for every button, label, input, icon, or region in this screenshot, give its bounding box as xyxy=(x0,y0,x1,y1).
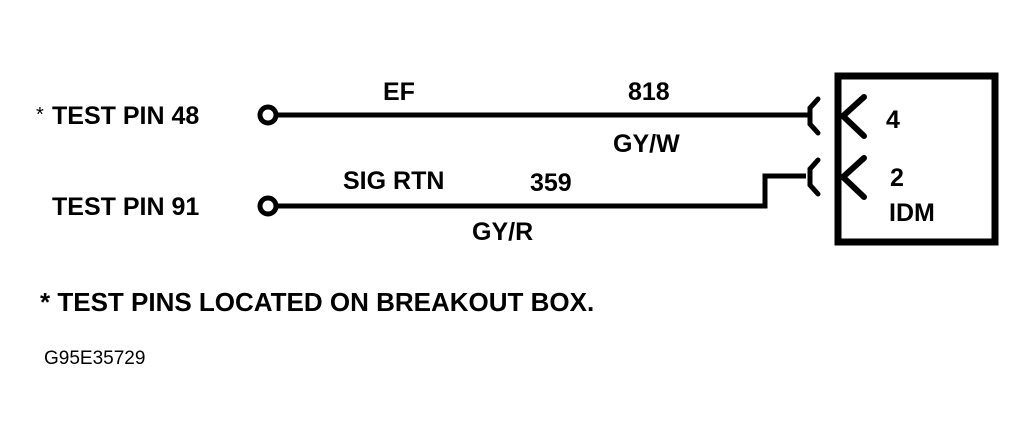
wire-color-label: GY/R xyxy=(472,218,533,246)
wire-ef-818: EF 818 GY/W xyxy=(276,78,808,158)
pin-number-4: 4 xyxy=(886,106,900,134)
terminal-circle-icon xyxy=(257,104,279,126)
pin-number-2: 2 xyxy=(890,164,904,192)
figure-id: G95E35729 xyxy=(44,348,145,369)
footnote: * TEST PINS LOCATED ON BREAKOUT BOX. xyxy=(40,287,594,317)
idm-component: 4 2 IDM xyxy=(834,72,999,246)
test-pin-91: TEST PIN 91 xyxy=(52,193,279,221)
circuit-name-label: EF xyxy=(383,78,415,106)
test-pin-48: * TEST PIN 48 xyxy=(36,102,279,130)
terminal-circle-icon xyxy=(257,195,279,217)
circuit-name-label: SIG RTN xyxy=(343,167,444,195)
test-pin-91-label: TEST PIN 91 xyxy=(52,193,199,221)
connector-female-side xyxy=(807,96,821,197)
connector-socket-icon xyxy=(807,157,821,197)
circuit-number-label: 359 xyxy=(530,169,572,197)
connector-socket-icon xyxy=(807,96,821,136)
component-name-label: IDM xyxy=(889,199,935,227)
connector-pin-icon xyxy=(838,94,867,139)
wire-sig-rtn-359: SIG RTN 359 GY/R xyxy=(276,167,806,246)
wire-line xyxy=(276,173,806,209)
asterisk-marker: * xyxy=(36,104,44,126)
connector-pin-icon xyxy=(838,155,867,200)
circuit-number-label: 818 xyxy=(628,78,670,106)
wire-color-label: GY/W xyxy=(613,130,680,158)
component-box xyxy=(834,72,999,246)
test-pin-48-label: TEST PIN 48 xyxy=(52,102,199,130)
